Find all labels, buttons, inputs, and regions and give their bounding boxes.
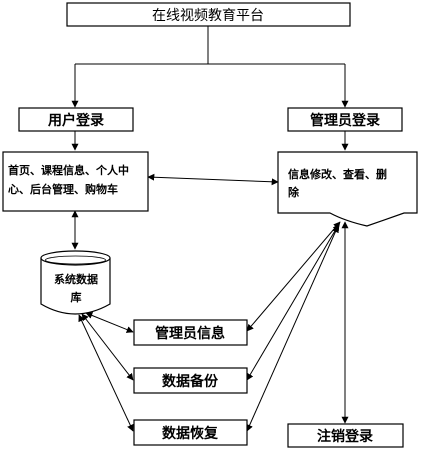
admin-login-node: 管理员登录 [287,107,403,132]
database-node: 系统数据 库 [40,250,111,315]
user-functions-line2: 心、后台管理、购物车 [8,182,118,196]
admin-functions-node: 信息修改、查看、删 除 [277,151,418,227]
admin-login-label: 管理员登录 [310,112,380,129]
admin-connectors [246,221,349,432]
admin-info-node: 管理员信息 [133,319,248,346]
admin-info-label: 管理员信息 [155,325,225,342]
admin-functions-line1: 信息修改、查看、删 [288,167,387,181]
user-functions-line1: 首页、课程信息、个人中 [8,163,129,177]
user-functions-node: 首页、课程信息、个人中 心、后台管理、购物车 [2,151,149,212]
user-login-label: 用户登录 [48,112,104,129]
database-line1: 系统数据 [54,272,98,286]
data-backup-label: 数据备份 [162,373,219,390]
title-node: 在线视频教育平台 [66,2,351,27]
data-restore-label: 数据恢复 [162,425,219,442]
user-admin-link-arrow [147,173,279,186]
user-login-node: 用户登录 [18,107,134,132]
title-label: 在线视频教育平台 [152,8,264,24]
data-restore-node: 数据恢复 [133,419,248,446]
data-backup-node: 数据备份 [133,367,248,394]
database-line2: 库 [71,290,82,304]
database-connectors [78,312,134,432]
connectors-top [71,26,349,108]
logout-node: 注销登录 [287,423,404,448]
connectors-login [71,131,349,151]
logout-label: 注销登录 [317,428,373,445]
admin-functions-line2: 除 [288,185,300,199]
